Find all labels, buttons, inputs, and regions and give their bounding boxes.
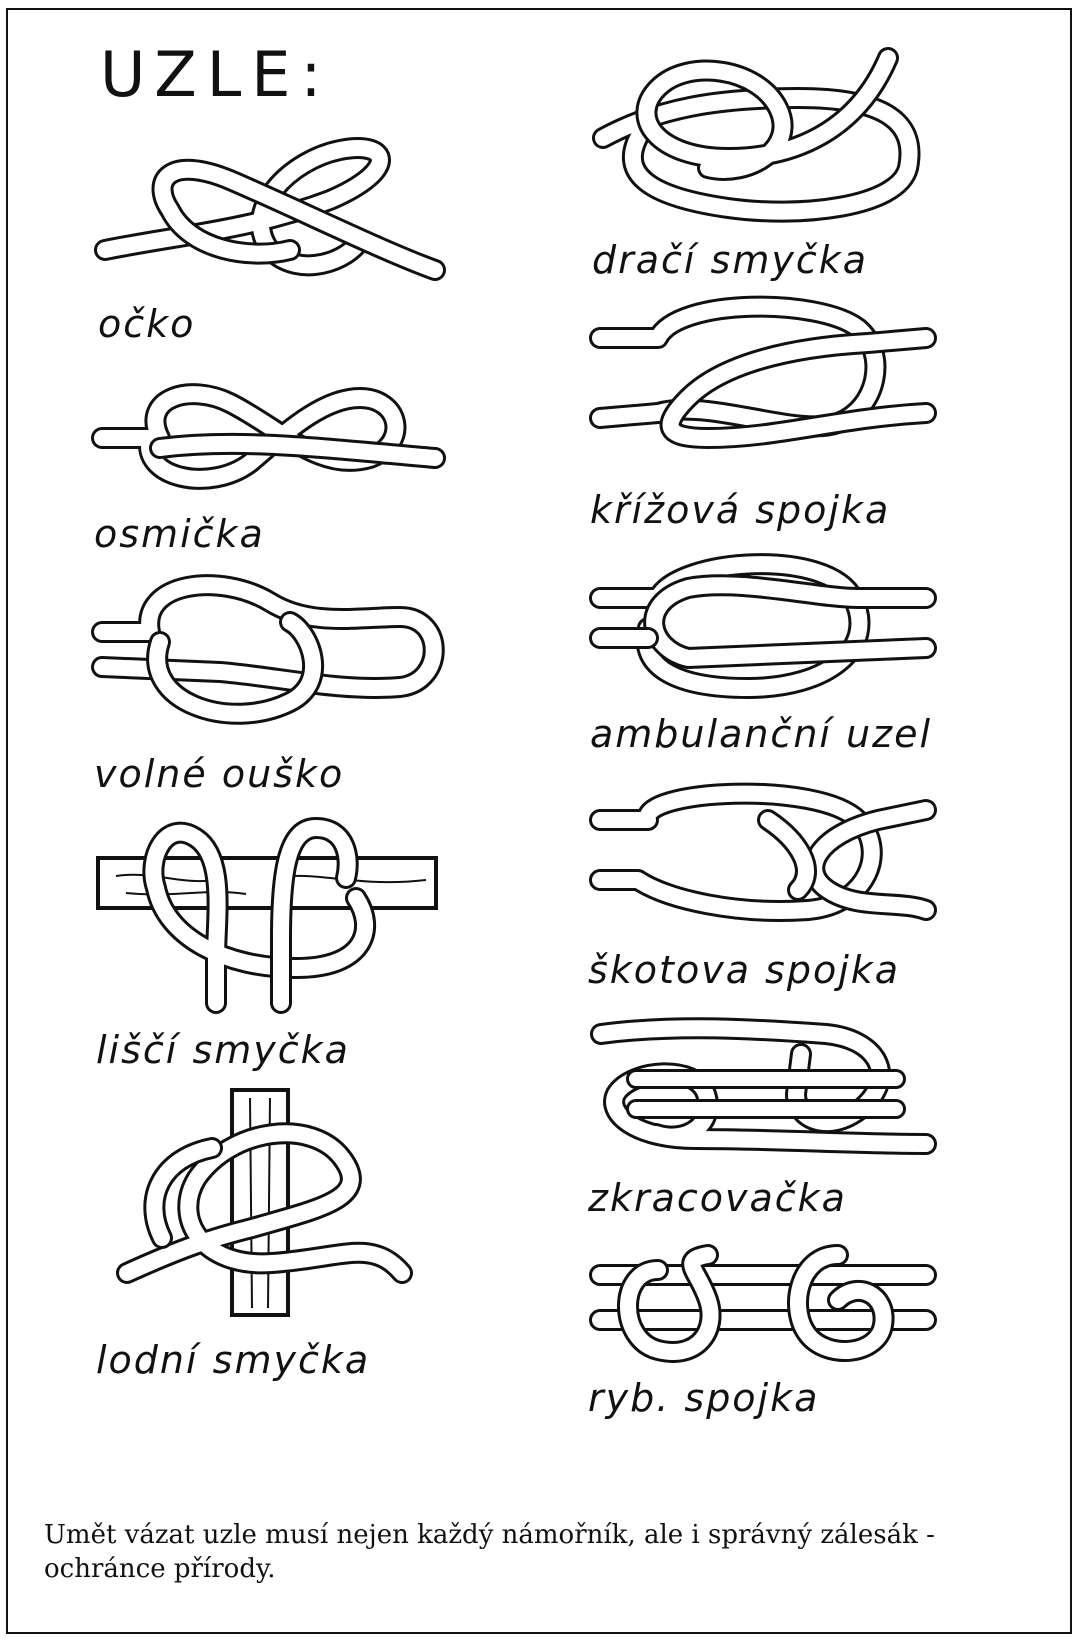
knot-ocko-illustration bbox=[94, 137, 446, 290]
label-lisci-smycka: liščí smyčka bbox=[96, 1028, 350, 1072]
knot-volne-ousko-illustration bbox=[91, 572, 445, 732]
label-krizova-spojka: křížová spojka bbox=[590, 488, 891, 532]
knot-zkracovacka-illustration bbox=[590, 1014, 937, 1164]
label-volne-ousko: volné ouško bbox=[94, 752, 345, 796]
label-ryb-spojka: ryb. spojka bbox=[588, 1376, 820, 1420]
label-ambulancni-uzel: ambulanční uzel bbox=[590, 712, 933, 756]
label-zkracovacka: zkracovačka bbox=[588, 1176, 847, 1220]
knot-draci-smycka-illustration bbox=[592, 47, 928, 228]
label-ocko: očko bbox=[98, 302, 196, 346]
label-draci-smycka: dračí smyčka bbox=[592, 238, 869, 282]
knot-ryb-spojka-illustration bbox=[589, 1240, 937, 1365]
label-osmicka: osmička bbox=[94, 512, 265, 556]
knot-skotova-spojka-illustration bbox=[589, 780, 937, 930]
label-lodni-smycka: lodní smyčka bbox=[96, 1338, 371, 1382]
knot-lisci-smycka-illustration bbox=[96, 817, 441, 1014]
page-title: UZLE: bbox=[100, 38, 332, 111]
knot-ambulancni-uzel-illustration bbox=[589, 548, 937, 703]
knot-krizova-spojka-illustration bbox=[589, 295, 937, 449]
knot-osmicka-illustration bbox=[91, 378, 446, 498]
label-skotova-spojka: škotova spojka bbox=[588, 948, 901, 992]
caption-text: Umět vázat uzle musí nejen každý námořní… bbox=[44, 1520, 935, 1584]
knot-lodni-smycka-illustration bbox=[116, 1088, 413, 1318]
